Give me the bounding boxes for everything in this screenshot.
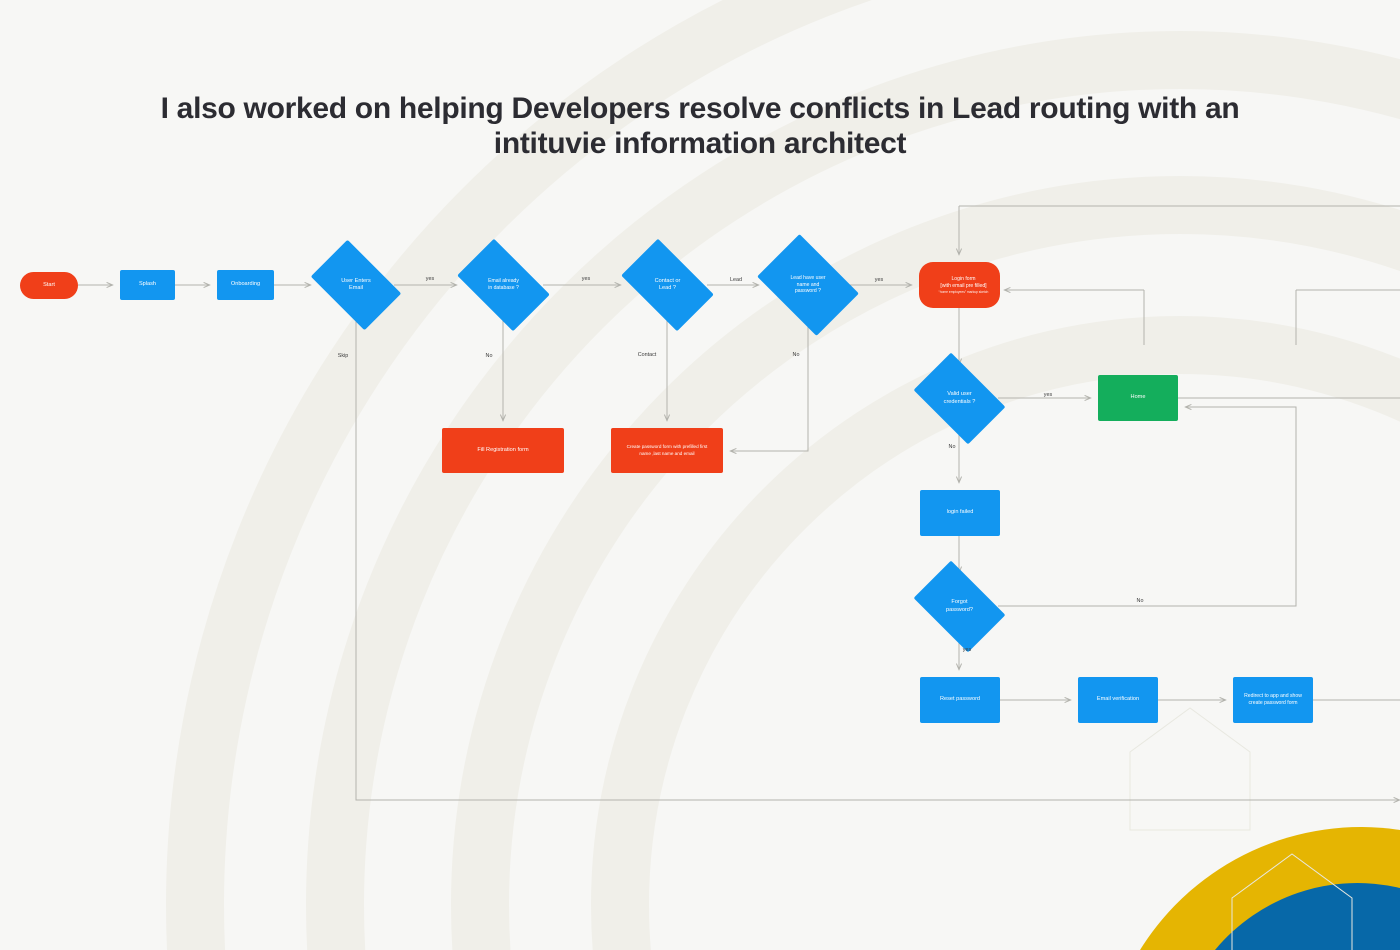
flow-node-label: Login form [with email pre filled] <box>940 276 987 289</box>
flow-node-label: Home <box>1130 394 1146 401</box>
flow-node-redirect_app[interactable]: Redirect to app and show create password… <box>1233 677 1313 723</box>
flow-node-user_email[interactable]: User Enters Email <box>310 239 402 331</box>
flow-node-label: Contact or Lead ? <box>654 277 681 291</box>
flow-node-login_form[interactable]: Login form [with email pre filled]“home … <box>919 262 1000 308</box>
flow-node-label: User Enters Email <box>341 277 371 291</box>
flow-node-label: Fill Registration form <box>477 446 529 453</box>
flow-node-splash[interactable]: Splash <box>120 270 175 300</box>
edge-label-e-no-3: No <box>948 444 956 450</box>
flow-node-login_failed[interactable]: login failed <box>920 490 1000 536</box>
flow-node-create_pw[interactable]: Create password form with prefilled firs… <box>611 428 723 473</box>
edge-label-e-yes-2: yes <box>581 276 591 282</box>
flow-node-label: Onboarding <box>230 281 261 288</box>
flow-node-email_verif[interactable]: Email verification <box>1078 677 1158 723</box>
edge-label-e-yes-3: yes <box>874 277 884 283</box>
edge-label-e-yes-4: yes <box>1043 392 1053 398</box>
flow-node-valid_creds[interactable]: Valid user credentials ? <box>913 352 1006 445</box>
flow-node-contact_lead[interactable]: Contact or Lead ? <box>621 238 714 332</box>
flow-node-label: Start <box>43 281 55 288</box>
edge-label-e-skip: Skip <box>337 353 349 359</box>
edge-label-e-no-2: No <box>792 352 800 358</box>
flow-node-start[interactable]: Start <box>20 272 78 299</box>
flow-node-label-group: Login form [with email pre filled]“home … <box>919 276 1000 294</box>
flow-node-label: login failed <box>946 509 974 516</box>
flow-node-email_in_db[interactable]: Email already in database ? <box>457 238 550 332</box>
flow-node-label: Create password form with prefilled firs… <box>626 444 708 456</box>
page-title: I also worked on helping Developers reso… <box>160 92 1240 160</box>
flow-node-label: Forgot password? <box>945 599 974 613</box>
flow-node-sublabel: “home employees” markup sketch <box>938 289 989 294</box>
flow-node-label: Valid user credentials ? <box>943 391 976 405</box>
flow-node-reset_pw[interactable]: Reset password <box>920 677 1000 723</box>
flow-node-onboarding[interactable]: Onboarding <box>217 270 274 300</box>
flow-node-lead_has_pw[interactable]: Lead have user name and password ? <box>757 234 859 336</box>
edge-label-e-yes-1: yes <box>425 276 435 282</box>
flow-node-home[interactable]: Home <box>1098 375 1178 421</box>
edge-label-e-contact: Contact <box>637 352 657 358</box>
edge-label-e-no-1: No <box>485 353 493 359</box>
edge-label-e-lead: Lead <box>730 277 742 283</box>
flow-node-label: Email verification <box>1096 696 1140 703</box>
flow-node-forgot_pw[interactable]: Forgot password? <box>913 560 1006 653</box>
edge-label-e-yes-5: yes <box>962 647 972 653</box>
flow-node-label: Email already in database ? <box>488 278 519 291</box>
edge-label-e-no-4: No <box>1136 598 1144 604</box>
flow-node-label: Lead have user name and password ? <box>790 274 826 295</box>
flow-node-fill_reg[interactable]: Fill Registration form <box>442 428 564 473</box>
flow-node-label: Reset password <box>939 696 981 703</box>
flow-node-label: Splash <box>138 281 157 288</box>
flow-node-label: Redirect to app and show create password… <box>1244 693 1302 706</box>
